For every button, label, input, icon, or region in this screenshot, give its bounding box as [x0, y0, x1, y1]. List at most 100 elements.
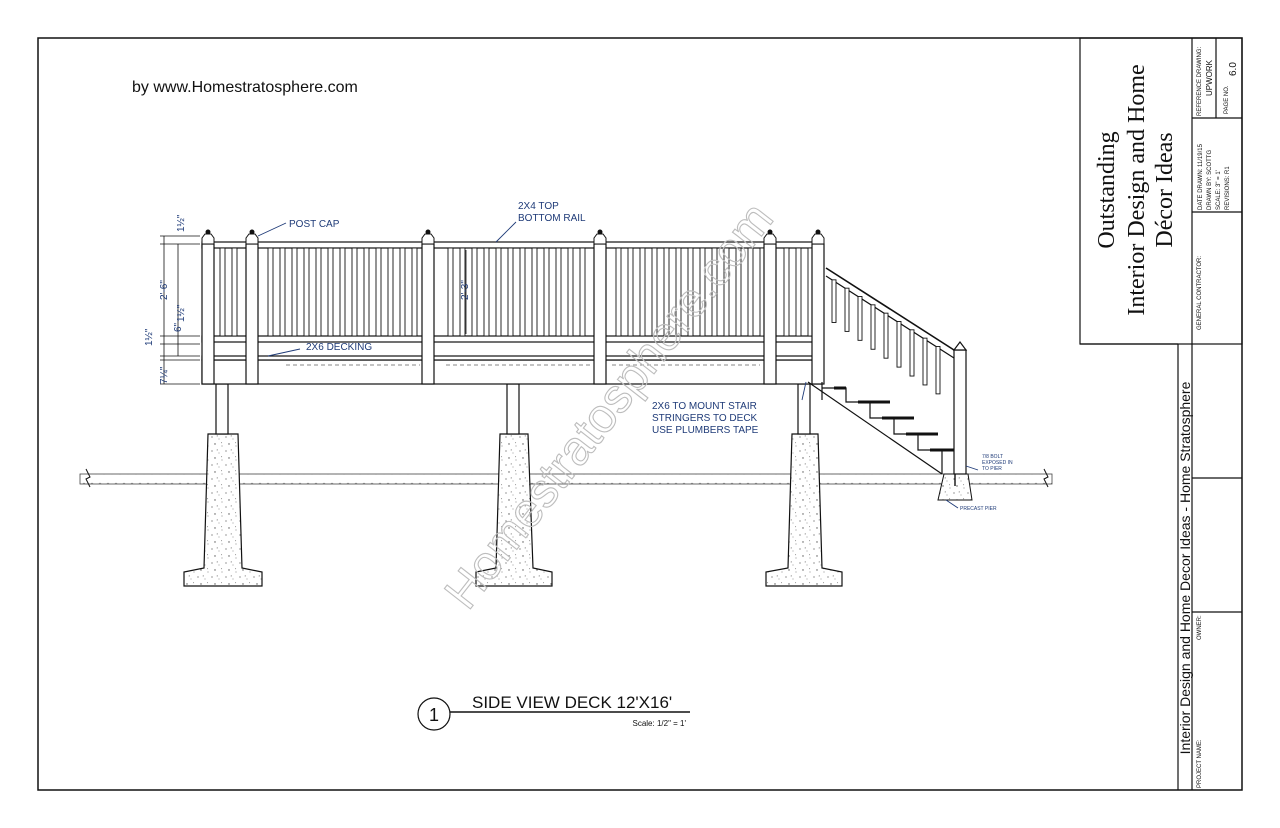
label-stringer-2: STRINGERS TO DECK	[652, 413, 758, 424]
company-name-3: Décor Ideas	[1152, 132, 1178, 247]
rail-post	[201, 243, 215, 385]
post-cap-finial	[815, 229, 821, 235]
stair-baluster	[844, 287, 850, 332]
sheet-border	[37, 37, 1243, 791]
baluster	[783, 247, 790, 337]
label-top-rail-1: 2X4 TOP	[518, 201, 559, 212]
post-cap-finial	[425, 229, 431, 235]
baluster	[615, 247, 622, 337]
baluster	[363, 247, 370, 337]
rail-post	[421, 243, 435, 385]
baluster	[735, 247, 742, 337]
dim-joist: 7¼"	[158, 366, 170, 384]
baluster	[663, 247, 670, 337]
view-scale: Scale: 1/2" = 1'	[632, 719, 686, 728]
stair-baluster	[922, 337, 928, 386]
baluster	[267, 247, 274, 337]
baluster	[231, 247, 238, 337]
stair-baluster	[831, 279, 837, 323]
drawn-by: DRAWN BY: SCOTTG	[1207, 150, 1213, 210]
drawing-scale: SCALE: 3" = 1'	[1216, 170, 1222, 210]
baluster	[723, 247, 730, 337]
stair-baluster	[883, 312, 889, 359]
baluster	[795, 247, 802, 337]
date-drawn: DATE DRAWN: 11/19/15	[1198, 143, 1204, 210]
rail-post	[245, 243, 259, 385]
baluster	[639, 247, 646, 337]
baluster	[411, 247, 418, 337]
view-title-text: SIDE VIEW DECK 12'X16'	[472, 693, 672, 712]
baluster	[447, 247, 454, 337]
owner-label: OWNER:	[1197, 615, 1203, 640]
pier-footing-2	[475, 433, 553, 587]
baluster	[327, 247, 334, 337]
stair-baluster	[870, 304, 876, 350]
stair-baluster	[896, 321, 902, 368]
project-name-label: PROJECT NAME:	[1197, 739, 1203, 788]
baluster	[471, 247, 478, 337]
baluster	[507, 247, 514, 337]
rail-post	[811, 243, 825, 385]
stair-baluster	[935, 346, 941, 395]
project-banner: Interior Design and Home Decor Ideas - H…	[1177, 381, 1193, 754]
baluster	[459, 247, 466, 337]
post-cap-finial	[597, 229, 603, 235]
baluster	[387, 247, 394, 337]
credit-text: by www.Homestratosphere.com	[132, 79, 358, 96]
baluster	[579, 247, 586, 337]
dim-rail-span: 2'-6"	[159, 280, 170, 300]
company-name-1: Outstanding	[1094, 131, 1120, 248]
view-number: 1	[429, 705, 439, 725]
post-cap-finial	[249, 229, 255, 235]
baluster	[495, 247, 502, 337]
label-bolt-3: TO PIER	[982, 466, 1002, 472]
dim-cap-height: 1½"	[176, 214, 187, 232]
label-decking: 2X6 DECKING	[306, 342, 372, 353]
baluster	[675, 247, 682, 337]
label-stringer-3: USE PLUMBERS TAPE	[652, 425, 759, 436]
dimension-labels: 1½" 2'-6" 1½" 6" 1½" 7¼" 2'-3"	[144, 214, 471, 384]
post-cap	[593, 233, 607, 245]
baluster	[375, 247, 382, 337]
post-cap	[763, 233, 777, 245]
page-label: PAGE NO.	[1224, 85, 1230, 114]
dim-deck-thick: 1½"	[144, 328, 155, 346]
baluster	[627, 247, 634, 337]
reference-label: REFERENCE DRAWING:	[1197, 47, 1203, 116]
baluster	[687, 247, 694, 337]
baluster	[219, 247, 226, 337]
baluster	[747, 247, 754, 337]
label-stringer-1: 2X6 TO MOUNT STAIR	[652, 401, 757, 412]
view-number-bubble	[417, 697, 451, 731]
post-cap-finial	[767, 229, 773, 235]
company-name-2: Interior Design and Home	[1124, 64, 1150, 315]
post-cap	[421, 233, 435, 245]
pier-footing-1	[183, 433, 263, 587]
dim-rail-gap: 1½"	[176, 304, 187, 322]
ground-line	[79, 468, 1053, 488]
label-bolt-1: 7/8 BOLT	[982, 454, 1003, 460]
baluster	[315, 247, 322, 337]
baluster	[531, 247, 538, 337]
baluster	[291, 247, 298, 337]
post-cap	[811, 233, 825, 245]
dimension-lines	[160, 235, 467, 385]
pier-footing-3	[765, 433, 843, 587]
baluster	[567, 247, 574, 337]
post-cap-finial	[205, 229, 211, 235]
baluster	[483, 247, 490, 337]
title-block	[1079, 37, 1243, 790]
rail-post	[593, 243, 607, 385]
rail-post	[763, 243, 777, 385]
view-title: 1 SIDE VIEW DECK 12'X16' Scale: 1/2" = 1…	[417, 693, 690, 731]
stair-baluster	[857, 296, 863, 341]
deck-frame	[201, 241, 823, 385]
baluster	[339, 247, 346, 337]
baluster	[303, 247, 310, 337]
dim-gap-six: 6"	[173, 322, 184, 332]
deck-balusters	[219, 247, 814, 337]
page-value: 6.0	[1228, 62, 1239, 76]
baluster	[351, 247, 358, 337]
baluster	[711, 247, 718, 337]
